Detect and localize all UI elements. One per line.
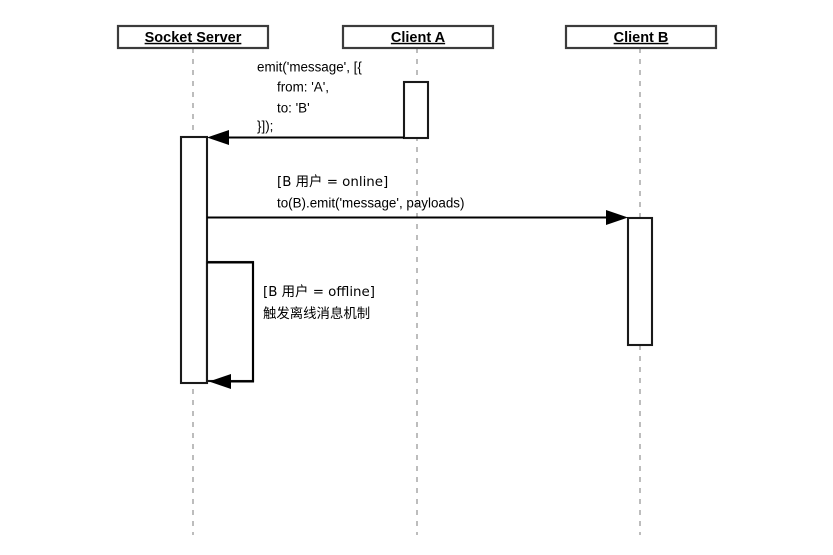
message-a-to-server-label-line-2: from: 'A',: [277, 80, 329, 95]
activation-bar-socket-server[interactable]: [179, 135, 209, 385]
message-a-to-server-arrowhead: [207, 130, 229, 145]
participant-label-client-a: Client A: [391, 30, 446, 46]
participant-client-a[interactable]: Client A: [341, 24, 495, 50]
participant-label-socket-server: Socket Server: [145, 30, 242, 46]
message-server-to-b-label-line-1: [B 用户 = online]: [277, 173, 388, 190]
message-server-self-offline[interactable]: [B 用户 = offline] 触发离线消息机制: [207, 261, 375, 390]
participant-client-b[interactable]: Client B: [564, 24, 718, 50]
participant-box-client-b[interactable]: [564, 24, 718, 50]
participant-box-client-a[interactable]: [341, 24, 495, 50]
message-a-to-server[interactable]: emit('message', [{ from: 'A', to: 'B' }]…: [207, 60, 404, 145]
message-server-to-b-arrowhead: [606, 210, 628, 225]
message-server-self-offline-label-line-1: [B 用户 = offline]: [263, 283, 375, 300]
activation-bar-client-b[interactable]: [626, 216, 654, 347]
message-server-self-offline-path: [207, 261, 255, 383]
activation-bar-socket-server-nested[interactable]: [205, 260, 255, 383]
message-server-to-b[interactable]: [B 用户 = online] to(B).emit('message', pa…: [207, 173, 628, 225]
message-server-self-offline-label-line-2: 触发离线消息机制: [263, 305, 370, 322]
activation-bar-client-a[interactable]: [402, 80, 430, 140]
message-a-to-server-label-line-1: emit('message', [{: [257, 60, 362, 75]
message-a-to-server-label-line-4: }]);: [257, 119, 273, 134]
participant-label-client-b: Client B: [614, 30, 669, 46]
message-server-self-offline-arrowhead: [209, 374, 231, 389]
message-server-to-b-label-line-2: to(B).emit('message', payloads): [277, 196, 464, 211]
message-a-to-server-label-line-3: to: 'B': [277, 101, 310, 116]
activation-bars-group: [179, 80, 654, 385]
participant-socket-server[interactable]: Socket Server: [116, 24, 270, 50]
participant-box-socket-server[interactable]: [116, 24, 270, 50]
